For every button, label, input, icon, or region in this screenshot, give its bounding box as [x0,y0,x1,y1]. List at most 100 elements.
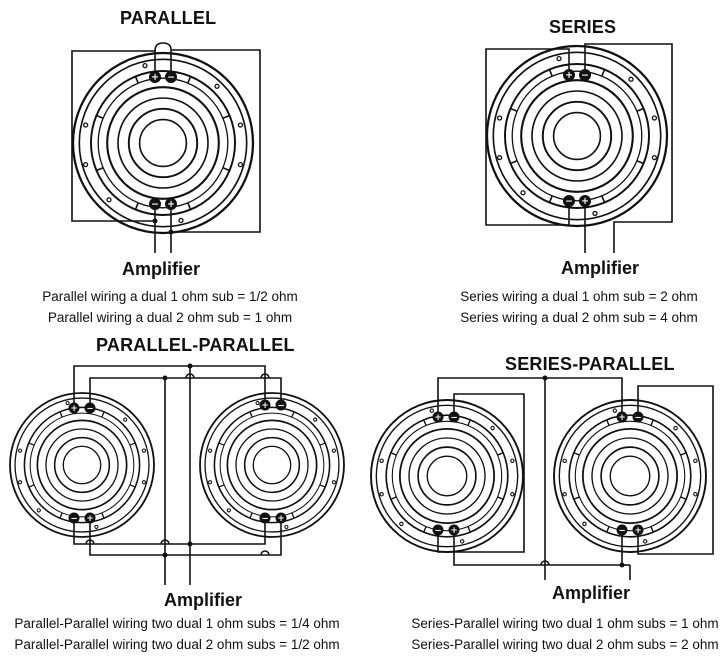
series-parallel-amplifier-label: Amplifier [552,583,631,603]
mount-hole [651,115,658,121]
mount-hole [141,480,147,485]
series-speaker [485,44,669,228]
parallel-parallel-caption: Parallel-Parallel wiring two dual 1 ohm … [2,613,352,655]
series-caption-line: Series wiring a dual 2 ohm sub = 4 ohm [460,310,698,325]
speaker-surround-inner [97,77,229,209]
speaker-surround [504,63,650,209]
positive-symbol: + [581,196,589,207]
speaker-mount-ring [375,404,519,548]
speaker-cone [581,427,679,525]
basket-spoke [467,419,471,426]
series-parallel-caption: Series-Parallel wiring two dual 1 ohm su… [404,613,726,655]
speaker-surround [568,414,692,538]
mount-hole [141,448,147,453]
pp-left-bottom-positive-terminal: + [84,512,96,524]
junction-dot [168,229,174,235]
sp-right-top-positive-terminal: + [616,411,628,423]
basket-spoke [28,442,35,446]
positive-symbol: + [70,404,77,414]
mount-hole [399,521,404,527]
mount-hole [214,83,220,89]
speaker-cone-ring [531,90,623,182]
mount-hole [496,154,503,161]
parallel-parallel-amplifier-label: Amplifier [164,590,243,610]
basket-spoke [510,107,518,112]
mount-hole [628,76,634,82]
speaker-cone [520,79,634,193]
mount-hole [178,217,184,224]
speaker-cone-ring [591,437,669,515]
basket-spoke [59,411,63,418]
speaker-outer-ring [199,392,345,538]
series-parallel-caption-line: Series-Parallel wiring two dual 2 ohm su… [411,637,719,652]
basket-spoke [59,512,63,519]
basket-spoke [601,69,606,77]
terminal-dot [149,71,161,83]
pp-left-bottom-negative-terminal: − [68,512,80,524]
positive-symbol: + [261,401,268,411]
mount-hole [331,480,337,485]
parallel-bottom-negative-terminal: − [149,198,161,210]
speaker-mount-ring [492,51,662,221]
mount-hole [693,492,698,497]
basket-spoke [291,411,295,418]
speaker-outer-ring [553,399,707,553]
basket-spoke [129,484,136,488]
sp-right-series-jumper [637,385,714,555]
basket-spoke [601,195,606,203]
negative-symbol: − [581,70,589,81]
mount-hole [106,197,112,203]
basket-spoke [573,452,580,456]
terminal-dot [149,198,161,210]
junction-dot [187,541,193,547]
sp-left-bottom-positive-terminal: + [448,524,460,536]
speaker-dust-cap-inner [609,455,651,497]
positive-symbol: + [565,70,573,81]
speaker-mount-ring [558,404,702,548]
negative-symbol: − [434,526,441,536]
negative-symbol: − [261,514,268,524]
sp-right-bottom-positive-terminal: + [632,524,644,536]
pp-bottom-positive-rail [89,523,282,556]
speaker-cone [398,427,496,525]
basket-spoke [680,496,687,500]
mount-hole [65,400,70,406]
pp-left-top-positive-terminal: + [68,402,80,414]
parallel-parallel-left-speaker [9,392,155,538]
mount-hole [17,480,23,485]
positive-symbol: + [151,72,159,83]
positive-symbol: + [434,413,441,423]
parallel-caption-line: Parallel wiring a dual 1 ohm sub = 1/2 o… [42,289,298,304]
positive-symbol: + [86,514,93,524]
negative-symbol: − [634,413,641,423]
speaker-surround-inner [219,412,325,518]
basket-spoke [573,496,580,500]
series-amplifier-label: Amplifier [561,258,640,278]
mount-hole [123,417,128,422]
wire-crossing [85,539,95,545]
junction-dot [187,363,193,369]
mount-hole [207,480,213,485]
series-parallel-caption-line: Series-Parallel wiring two dual 1 ohm su… [411,616,719,631]
positive-symbol: + [167,199,175,210]
mount-hole [17,448,23,453]
basket-spoke [218,484,225,488]
negative-symbol: − [151,199,159,210]
positive-symbol: + [618,413,625,423]
series-caption-line: Series wiring a dual 1 ohm sub = 2 ohm [460,289,698,304]
speaker-surround-inner [391,420,503,532]
basket-spoke [467,526,471,533]
speaker-outer-ring [485,44,669,228]
pp-top-negative-rail [73,365,266,403]
speaker-surround-inner [29,412,135,518]
pp-right-bottom-positive-terminal: + [275,512,287,524]
basket-spoke [548,195,553,203]
mount-hole [255,400,260,406]
mount-hole [612,408,618,413]
negative-symbol: − [277,401,284,411]
series-bottom-positive-terminal: + [579,195,591,207]
speaker-dust-cap [127,107,199,179]
speaker-surround-inner [574,420,686,532]
pp-top-positive-rail [89,377,282,403]
